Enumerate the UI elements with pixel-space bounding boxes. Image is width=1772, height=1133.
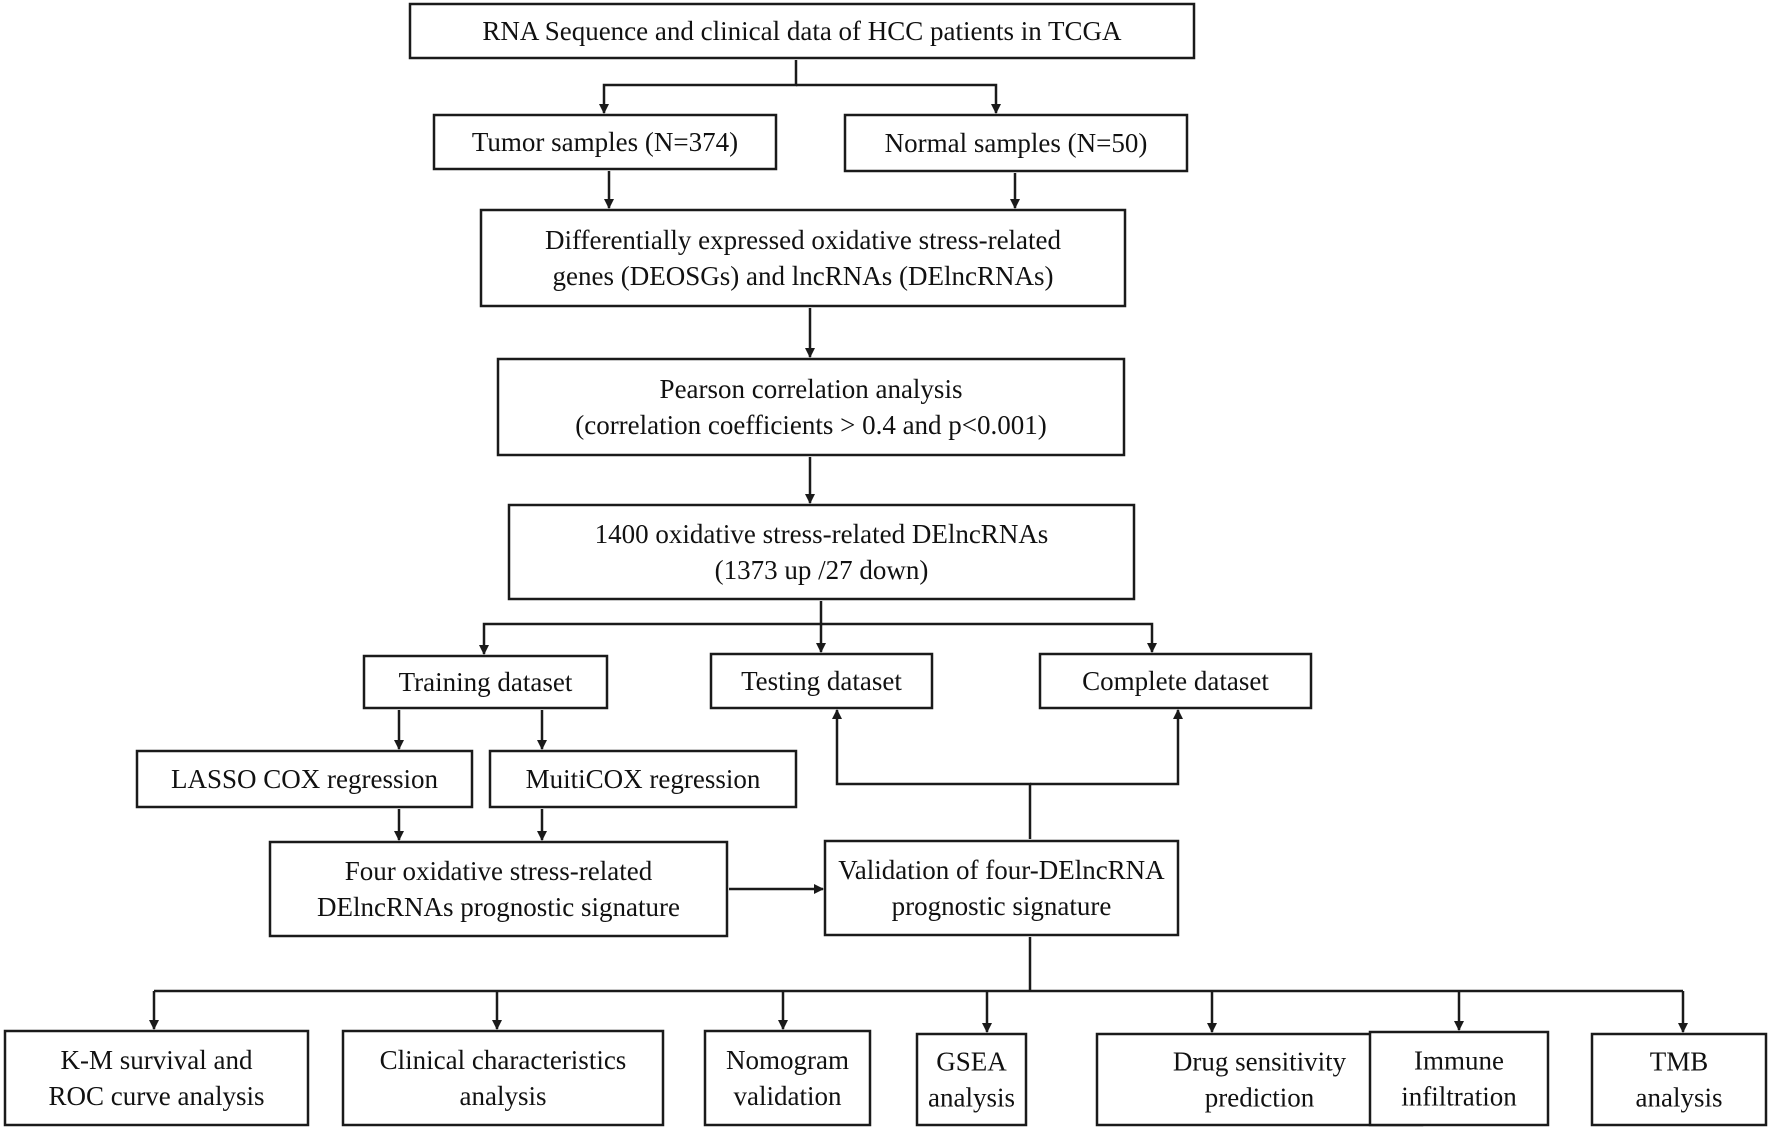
- box-drug-frame: [1095, 1032, 1424, 1127]
- box-lasso: LASSO COX regression: [135, 749, 474, 809]
- box-km-line-2: ROC curve analysis: [49, 1081, 265, 1111]
- box-signature-line-2: DElncRNAs prognostic signature: [317, 892, 680, 922]
- box-training-line-1: Training dataset: [399, 667, 573, 697]
- box-nomogram-frame: [703, 1029, 872, 1127]
- box-lasso-line-1: LASSO COX regression: [171, 764, 438, 794]
- box-testing: Testing dataset: [709, 652, 934, 710]
- box-tcga: RNA Sequence and clinical data of HCC pa…: [408, 2, 1196, 60]
- box-signature-frame: [268, 840, 729, 938]
- box-complete-line-1: Complete dataset: [1082, 666, 1269, 696]
- box-tmb-line-2: analysis: [1636, 1083, 1723, 1113]
- box-gsea-line-1: GSEA: [936, 1047, 1007, 1077]
- box-multicox-line-1: MuitiCOX regression: [526, 764, 761, 794]
- connector-16: [1030, 709, 1183, 786]
- box-deosg-line-2: genes (DEOSGs) and lncRNAs (DElncRNAs): [553, 261, 1054, 291]
- box-validation-line-2: prognostic signature: [892, 891, 1112, 921]
- box-normal-line-1: Normal samples (N=50): [885, 128, 1148, 158]
- box-normal: Normal samples (N=50): [843, 113, 1189, 173]
- connector-1: [599, 60, 798, 114]
- box-delnc1400-line-2: (1373 up /27 down): [715, 555, 929, 585]
- box-multicox-frame: [488, 749, 798, 809]
- connector-15: [832, 709, 1032, 839]
- box-training-frame: [362, 654, 609, 710]
- box-complete: Complete dataset: [1038, 652, 1313, 710]
- box-drug: Drug sensitivity prediction: [1095, 1032, 1424, 1127]
- box-training: Training dataset: [362, 654, 609, 710]
- box-deosg-line-1: Differentially expressed oxidative stres…: [545, 225, 1062, 255]
- box-complete-frame: [1038, 652, 1313, 710]
- box-immune-frame: [1368, 1030, 1550, 1127]
- connector-9: [821, 622, 1157, 653]
- box-tumor-line-1: Tumor samples (N=374): [472, 127, 738, 157]
- box-drug-line-1: Drug sensitivity: [1173, 1047, 1347, 1077]
- box-tumor-frame: [432, 113, 778, 171]
- box-delnc1400-frame: [507, 503, 1136, 601]
- box-delnc1400: 1400 oxidative stress-related DElncRNAs (…: [507, 503, 1136, 601]
- box-pearson-line-1: Pearson correlation analysis: [660, 374, 963, 404]
- box-tmb-frame: [1590, 1032, 1768, 1127]
- box-clinical-frame: [341, 1029, 665, 1127]
- box-drug-line-2: prediction: [1205, 1083, 1315, 1113]
- box-nomogram-line-2: validation: [734, 1081, 842, 1111]
- box-delnc1400-line-1: 1400 oxidative stress-related DElncRNAs: [595, 519, 1049, 549]
- box-signature-line-1: Four oxidative stress-related: [345, 856, 653, 886]
- box-tumor: Tumor samples (N=374): [432, 113, 778, 171]
- box-immune: Immune infiltration: [1368, 1030, 1550, 1127]
- box-tcga-frame: [408, 2, 1196, 60]
- box-tmb-line-1: TMB: [1650, 1047, 1709, 1077]
- box-testing-frame: [709, 652, 934, 710]
- box-lasso-frame: [135, 749, 474, 809]
- box-deosg-frame: [479, 208, 1127, 308]
- box-clinical: Clinical characteristics analysis: [341, 1029, 665, 1127]
- box-clinical-line-2: analysis: [460, 1081, 547, 1111]
- box-multicox: MuitiCOX regression: [488, 749, 798, 809]
- box-nomogram: Nomogram validation: [703, 1029, 872, 1127]
- connector-2: [796, 83, 1001, 114]
- box-gsea: GSEA analysis: [915, 1032, 1028, 1127]
- box-pearson-frame: [496, 357, 1126, 457]
- box-clinical-line-1: Clinical characteristics: [380, 1045, 627, 1075]
- box-tcga-line-1: RNA Sequence and clinical data of HCC pa…: [482, 16, 1122, 46]
- box-immune-line-2: infiltration: [1401, 1082, 1517, 1112]
- box-deosg: Differentially expressed oxidative stres…: [479, 208, 1127, 308]
- box-tmb: TMB analysis: [1590, 1032, 1768, 1127]
- box-validation-frame: [823, 839, 1180, 937]
- box-validation-line-1: Validation of four-DElncRNA: [838, 855, 1165, 885]
- box-normal-frame: [843, 113, 1189, 173]
- connector-7: [479, 601, 823, 655]
- box-testing-line-1: Testing dataset: [741, 666, 902, 696]
- box-gsea-line-2: analysis: [928, 1083, 1015, 1113]
- box-km-line-1: K-M survival and: [61, 1045, 253, 1075]
- box-validation: Validation of four-DElncRNA prognostic si…: [823, 839, 1180, 937]
- connectors: [149, 60, 1688, 1033]
- box-gsea-frame: [915, 1032, 1028, 1127]
- box-nomogram-line-1: Nomogram: [726, 1045, 849, 1075]
- boxes: RNA Sequence and clinical data of HCC pa…: [3, 2, 1768, 1127]
- box-pearson: Pearson correlation analysis (correlation…: [496, 357, 1126, 457]
- box-pearson-line-2: (correlation coefficients > 0.4 and p<0.…: [575, 410, 1047, 440]
- box-km-frame: [3, 1029, 310, 1127]
- box-immune-line-1: Immune: [1414, 1046, 1504, 1076]
